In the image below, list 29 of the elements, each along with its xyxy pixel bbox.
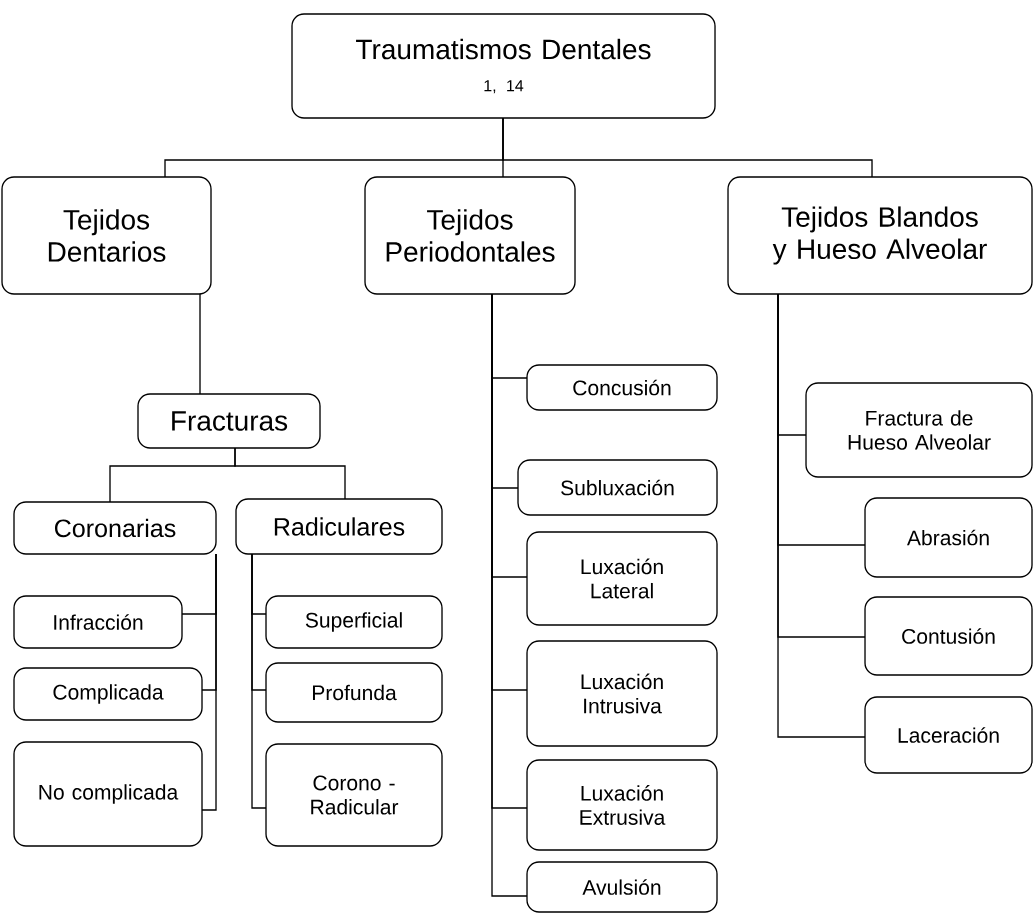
subcategory-box: Fracturas xyxy=(137,393,321,449)
leaf-box: Subluxación xyxy=(517,459,718,516)
connector-line xyxy=(502,117,873,178)
subcategory-box: Radiculares xyxy=(235,498,443,555)
connector-line xyxy=(777,293,866,738)
leaf-box: Luxación Intrusiva xyxy=(526,640,718,747)
category-box: Tejidos Periodontales xyxy=(364,176,576,295)
leaf-box: Laceración xyxy=(864,696,1033,774)
leaf-box: Contusión xyxy=(864,596,1033,676)
connector-line xyxy=(251,553,267,809)
leaf-box: Fractura de Hueso Alveolar xyxy=(805,382,1033,478)
leaf-box: Luxación Lateral xyxy=(526,531,718,626)
leaf-box: Luxación Extrusiva xyxy=(526,759,718,851)
leaf-box: Corono - Radicular xyxy=(265,743,443,847)
leaf-box: Avulsión xyxy=(526,861,718,913)
connector-line xyxy=(201,553,217,811)
leaf-box: Superficial xyxy=(265,595,443,649)
category-box: Tejidos Blandos y Hueso Alveolar xyxy=(727,176,1033,295)
leaf-box: No complicada xyxy=(13,741,203,847)
subcategory-box: Coronarias xyxy=(13,501,217,555)
leaf-box: Infracción xyxy=(13,595,183,649)
title-box: Traumatismos Dentales 1, 14 xyxy=(291,13,716,119)
connector-line xyxy=(234,447,346,500)
connector-line xyxy=(199,293,201,395)
category-box: Tejidos Dentarios xyxy=(1,176,212,295)
leaf-box: Complicada xyxy=(13,667,203,721)
leaf-box: Abrasión xyxy=(864,497,1033,578)
leaf-box: Concusión xyxy=(526,364,718,411)
leaf-box: Profunda xyxy=(265,662,443,723)
